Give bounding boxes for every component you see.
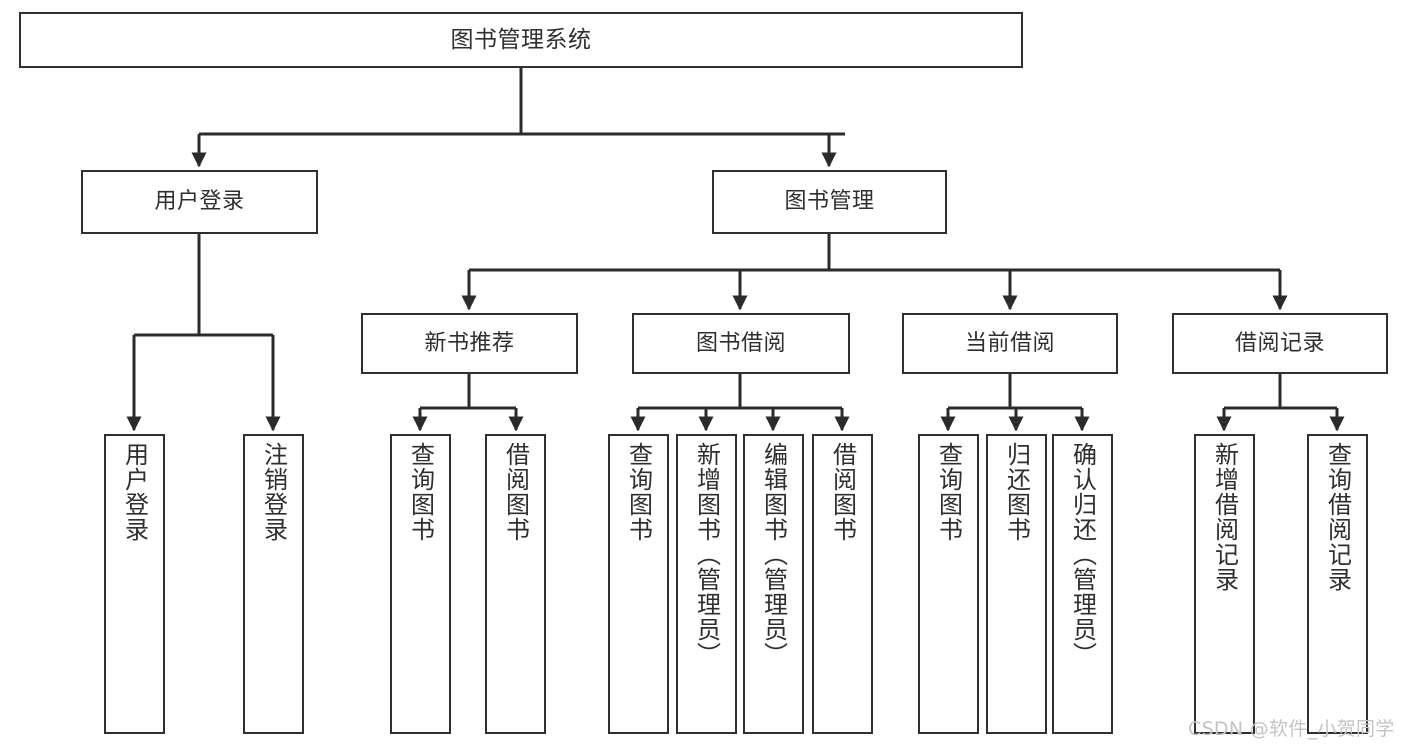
leaf-record-query-record[interactable]: 查询借阅记录 — [1307, 434, 1368, 734]
node-label: 新书推荐 — [424, 330, 515, 356]
node-new-book-recommend[interactable]: 新书推荐 — [361, 313, 578, 374]
leaf-current-query-book[interactable]: 查询图书 — [918, 434, 979, 734]
node-label: 归还图书 — [1002, 442, 1031, 542]
node-label: 新增借阅记录 — [1210, 442, 1239, 592]
node-label: 图书管理系统 — [450, 26, 592, 53]
node-label: 借阅图书 — [501, 442, 530, 542]
leaf-new-book-query[interactable]: 查询图书 — [390, 434, 451, 734]
node-label: 借阅图书 — [828, 442, 857, 542]
node-label: 新增图书（管理员） — [692, 442, 721, 667]
node-book-borrow[interactable]: 图书借阅 — [632, 313, 850, 374]
leaf-user-login-signin[interactable]: 用户登录 — [104, 434, 165, 734]
leaf-borrow-add-book-admin[interactable]: 新增图书（管理员） — [676, 434, 737, 734]
node-user-login[interactable]: 用户登录 — [81, 170, 318, 234]
leaf-record-add-record[interactable]: 新增借阅记录 — [1194, 434, 1255, 734]
node-label: 编辑图书（管理员） — [759, 442, 788, 667]
leaf-borrow-query-book[interactable]: 查询图书 — [608, 434, 669, 734]
node-root-system[interactable]: 图书管理系统 — [19, 12, 1023, 68]
node-label: 图书管理 — [784, 189, 875, 215]
node-label: 用户登录 — [154, 189, 245, 215]
leaf-borrow-borrow-book[interactable]: 借阅图书 — [812, 434, 873, 734]
node-label: 查询图书 — [406, 442, 435, 542]
leaf-current-confirm-return-admin[interactable]: 确认归还（管理员） — [1052, 434, 1113, 734]
leaf-user-login-signout[interactable]: 注销登录 — [243, 434, 304, 734]
leaf-current-return-book[interactable]: 归还图书 — [986, 434, 1047, 734]
node-label: 用户登录 — [120, 442, 149, 542]
node-label: 图书借阅 — [695, 330, 786, 356]
leaf-borrow-edit-book-admin[interactable]: 编辑图书（管理员） — [743, 434, 804, 734]
node-current-borrow[interactable]: 当前借阅 — [902, 313, 1118, 374]
leaf-new-book-borrow[interactable]: 借阅图书 — [485, 434, 546, 734]
node-borrow-record[interactable]: 借阅记录 — [1172, 313, 1388, 374]
csdn-watermark: CSDN @软件_小贺同学 — [1188, 718, 1395, 740]
node-label: 注销登录 — [259, 442, 288, 542]
node-book-management[interactable]: 图书管理 — [712, 170, 947, 234]
node-label: 查询图书 — [624, 442, 653, 542]
node-label: 当前借阅 — [964, 330, 1055, 356]
node-label: 查询借阅记录 — [1323, 442, 1352, 592]
node-label: 借阅记录 — [1234, 330, 1325, 356]
node-label: 查询图书 — [934, 442, 963, 542]
node-label: 确认归还（管理员） — [1068, 442, 1097, 667]
